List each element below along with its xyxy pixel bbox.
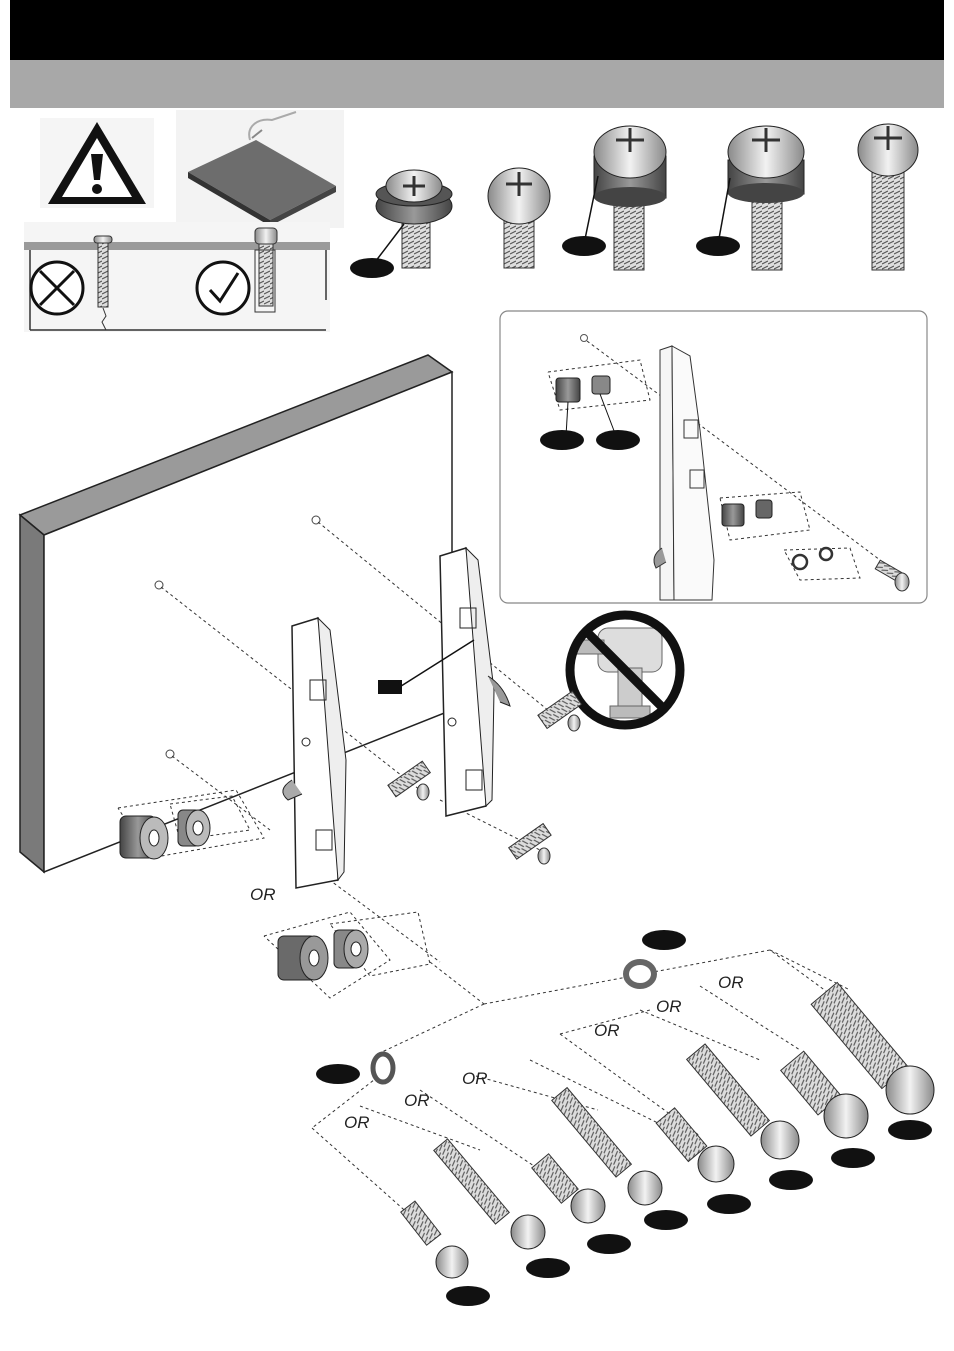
no-power-drill-icon — [570, 615, 680, 725]
or-label: OR — [344, 1113, 370, 1132]
tv-face-down-illustration — [176, 110, 344, 228]
screw-plain-1 — [488, 168, 550, 268]
or-label: OR — [594, 1021, 620, 1040]
or-label: OR — [718, 973, 744, 992]
tv-back-panel — [20, 355, 453, 872]
or-label: OR — [250, 885, 276, 904]
cross-mark-icon — [31, 262, 83, 314]
or-label: OR — [462, 1069, 488, 1088]
or-label: OR — [656, 997, 682, 1016]
inset-detail — [500, 311, 927, 603]
warning-triangle-icon — [40, 118, 154, 208]
screw-with-spacer-3 — [728, 126, 804, 270]
screw-with-spacer-1 — [376, 170, 452, 268]
check-mark-icon — [197, 262, 249, 314]
screw-long-1 — [858, 124, 918, 270]
or-label: OR — [404, 1091, 430, 1110]
spacers-alternate — [278, 930, 368, 980]
